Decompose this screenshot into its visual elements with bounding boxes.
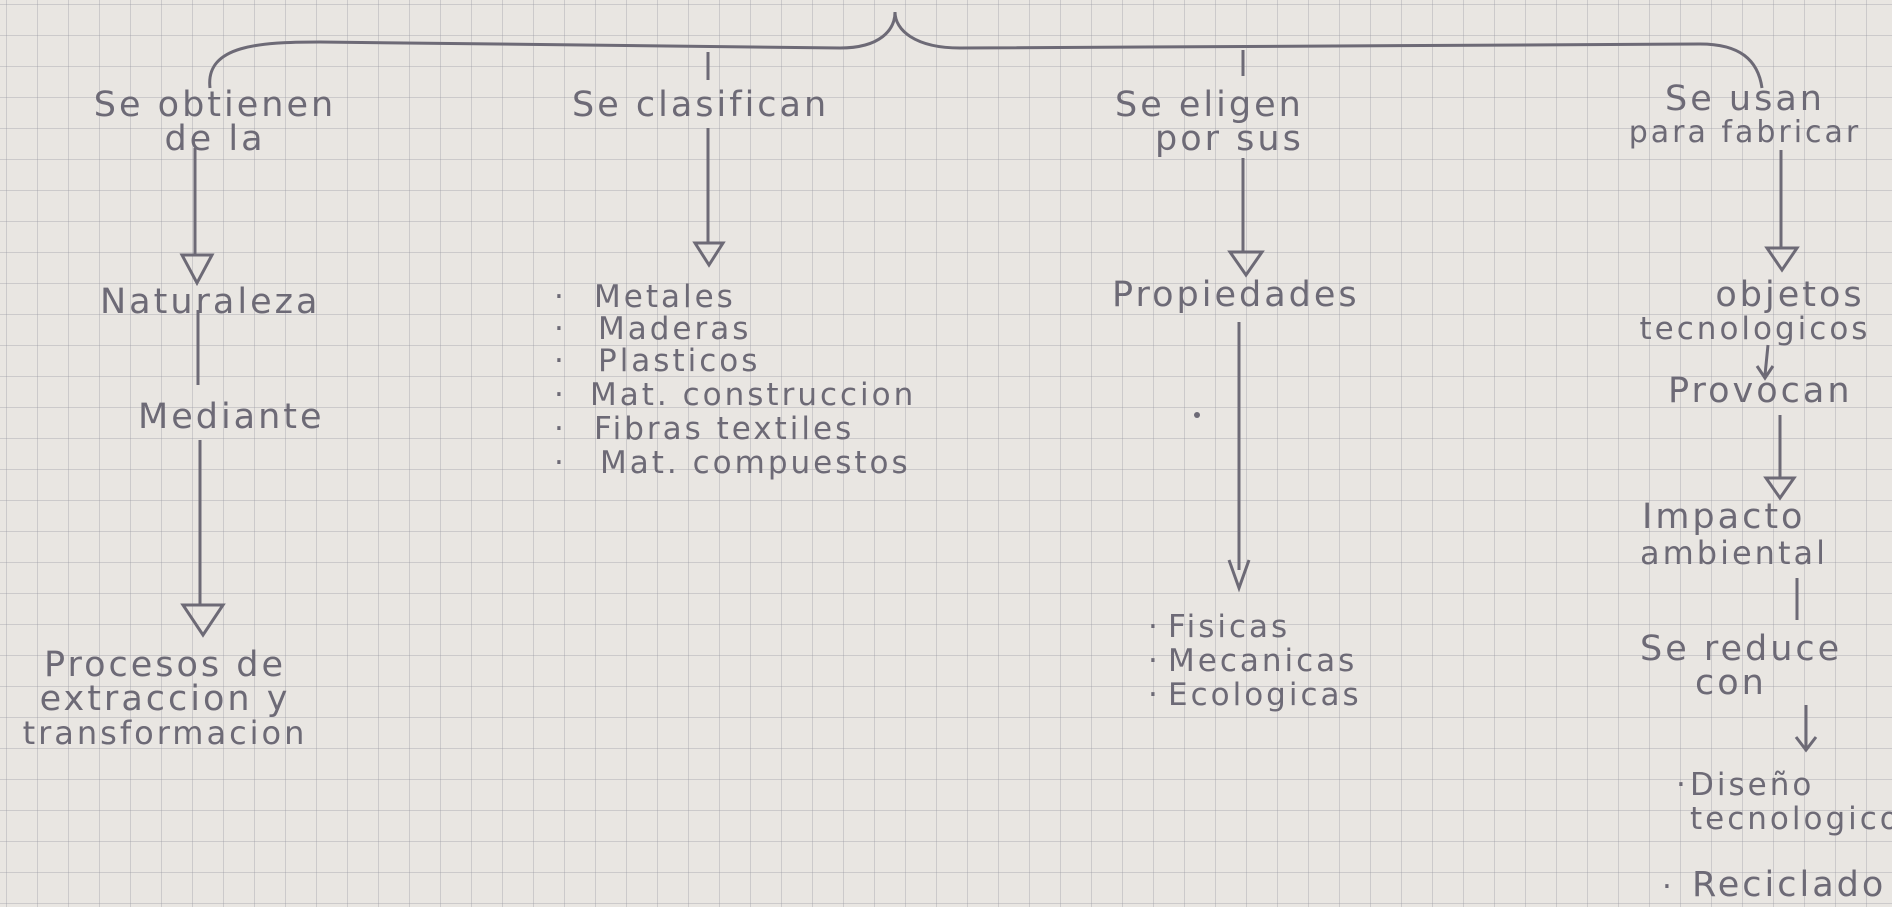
node-procesos-line1: Procesos de: [43, 645, 287, 685]
list-item-bullet: ·: [554, 377, 567, 413]
list-item: Mat. compuestos: [600, 445, 911, 481]
arrow-head-col4-c: [1763, 476, 1797, 501]
list-item-bullet: ·: [1676, 767, 1689, 803]
node-objetos-line2: tecnologicos: [1639, 311, 1871, 347]
arrow-head-col3-a: [1227, 250, 1265, 278]
col4-heading-line1: Se usan: [1665, 79, 1825, 119]
list-item-bullet: ·: [554, 311, 567, 347]
list-item-bullet: ·: [1148, 677, 1161, 713]
connector-mediante: Mediante: [138, 397, 325, 437]
list-item-bullet: ·: [554, 343, 567, 379]
col1-heading-line1: Se obtienen: [93, 85, 337, 125]
list-item-bullet: ·: [554, 445, 567, 481]
node-impacto-line2: ambiental: [1640, 534, 1828, 572]
arrow-head-col3-b: [1227, 559, 1251, 593]
list-item: Plasticos: [598, 343, 761, 379]
node-procesos-line2: extraccion y: [39, 679, 291, 719]
list-item: Diseño tecnologico: [1690, 767, 1892, 837]
list-item-bullet: ·: [1148, 643, 1161, 679]
node-propiedades: Propiedades: [1112, 275, 1360, 315]
arrow-head-col4-b: [1755, 365, 1775, 381]
connector-provocan: Provocan: [1668, 371, 1853, 411]
list-item-bullet: ·: [1148, 609, 1161, 645]
list-item-bullet: ·: [1662, 869, 1675, 905]
col4-heading-line2: para fabricar: [1628, 115, 1862, 150]
connector-reduce-line1: Se reduce: [1640, 629, 1843, 669]
node-naturaleza: Naturaleza: [100, 282, 321, 322]
arrow-head-col4-d: [1794, 736, 1818, 753]
top-brace: [208, 11, 1764, 89]
arrow-head-col1-a: [179, 253, 215, 287]
node-impacto-line1: Impacto: [1642, 497, 1806, 537]
col3-heading-line1: Se eligen: [1115, 85, 1304, 125]
node-procesos-line3: transformacion: [22, 714, 308, 752]
list-item: Mecanicas: [1168, 643, 1358, 679]
arrow-head-col4-a: [1764, 246, 1800, 273]
col2-heading: Se clasifican: [572, 85, 830, 125]
node-objetos-line1: objetos: [1715, 275, 1865, 315]
list-item-bullet: ·: [554, 411, 567, 447]
list-item: Metales: [594, 279, 736, 315]
col3-heading-line2: por sus: [1155, 119, 1304, 159]
dot-mark-1: [1194, 412, 1200, 418]
arrow-head-col1-b: [180, 603, 226, 638]
connector-reduce-line2: con: [1695, 663, 1767, 703]
list-item: Mat. construccion: [590, 377, 917, 413]
col1-heading-line2: de la: [164, 119, 266, 159]
list-item: Ecologicas: [1168, 677, 1362, 713]
list-item: Reciclado: [1692, 865, 1887, 905]
list-item: Fisicas: [1168, 609, 1291, 645]
list-item: Maderas: [598, 311, 752, 347]
list-item-bullet: ·: [554, 279, 567, 315]
arrow-head-col2: [692, 241, 726, 268]
list-item: Fibras textiles: [594, 411, 855, 447]
arrow-shaft-col4-b: [1763, 344, 1770, 376]
